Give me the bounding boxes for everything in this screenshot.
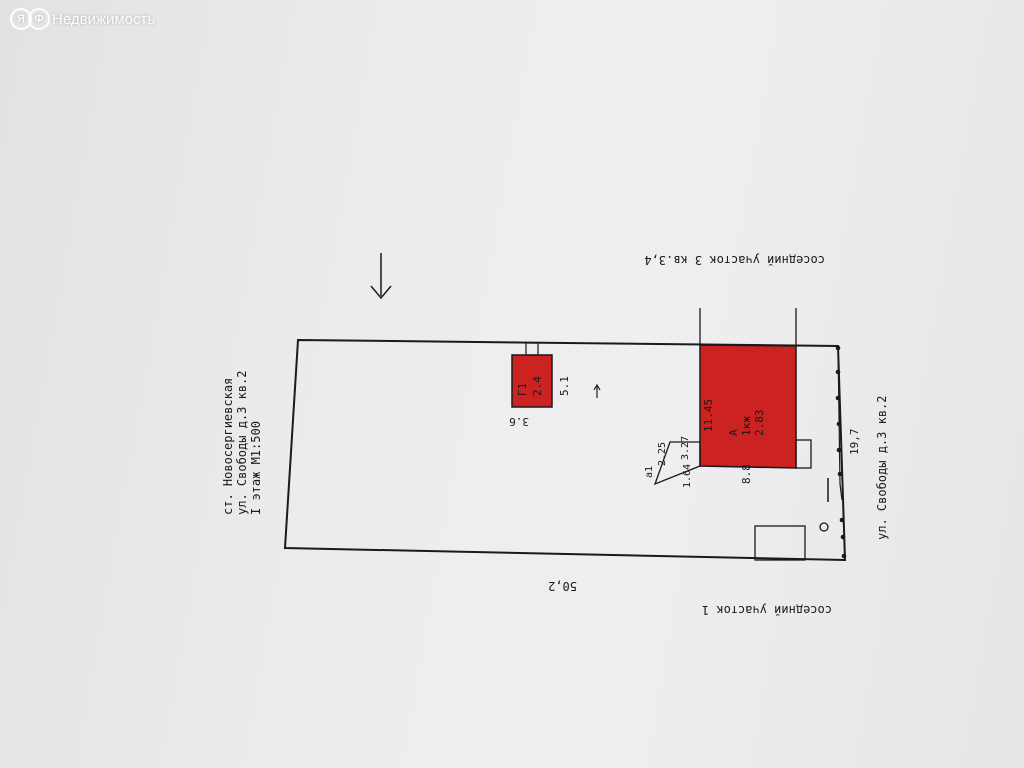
plot-outline — [283, 338, 847, 562]
street-label: ул. Свободы д.3 кв.2 — [875, 396, 889, 541]
shed-entry — [525, 342, 539, 356]
house-height: 2.83 — [753, 410, 766, 437]
watermark-text: Недвижимость — [52, 10, 156, 28]
neighbor-bottom-label: соседний участок 1 — [702, 603, 832, 617]
caption-line-3: I этаж М1:500 — [249, 421, 263, 515]
caption: ст. Новосергиевская ул. Свободы д.3 кв.2… — [221, 371, 263, 516]
well — [819, 522, 829, 532]
shed-letter: Г1 — [516, 383, 529, 396]
annex-dim-a: 3.27 — [680, 436, 691, 460]
annex-dim-b: 2.25 — [657, 442, 668, 466]
house-type: 1кж — [740, 416, 753, 436]
shed-dim-a: 3.6 — [509, 415, 529, 428]
frontage-dim-line — [837, 345, 841, 485]
shed-dim-b: 5.1 — [558, 376, 571, 396]
shed-height: 2.4 — [531, 376, 544, 396]
frontage-label: 19,7 — [848, 429, 861, 456]
frontage-ticks — [835, 345, 847, 559]
plot-length-label: 50,2 — [548, 579, 577, 593]
annex-a1 — [653, 441, 701, 486]
gate-post — [839, 483, 843, 501]
watermark: Я Ф Недвижимость — [10, 8, 155, 30]
house-width-label: 8.8 — [740, 464, 753, 484]
porch — [795, 439, 812, 469]
annex-letter: а1 — [644, 466, 655, 478]
caption-line-2: ул. Свободы д.3 кв.2 — [235, 371, 249, 516]
shed-g1 — [511, 354, 553, 408]
north-arrow-head-icon — [370, 285, 392, 300]
neighbor-top-label: соседний участок 3 кв.3,4 — [644, 253, 825, 267]
house-letter: А — [727, 429, 740, 436]
house-length-label: 11.45 — [702, 399, 715, 432]
yandex-logo-icon: Я Ф — [10, 8, 50, 30]
caption-line-1: ст. Новосергиевская — [221, 378, 235, 515]
small-arrow-head-icon — [593, 383, 601, 391]
annex-dim-c: 1.64 — [682, 464, 693, 488]
gate — [754, 525, 806, 561]
